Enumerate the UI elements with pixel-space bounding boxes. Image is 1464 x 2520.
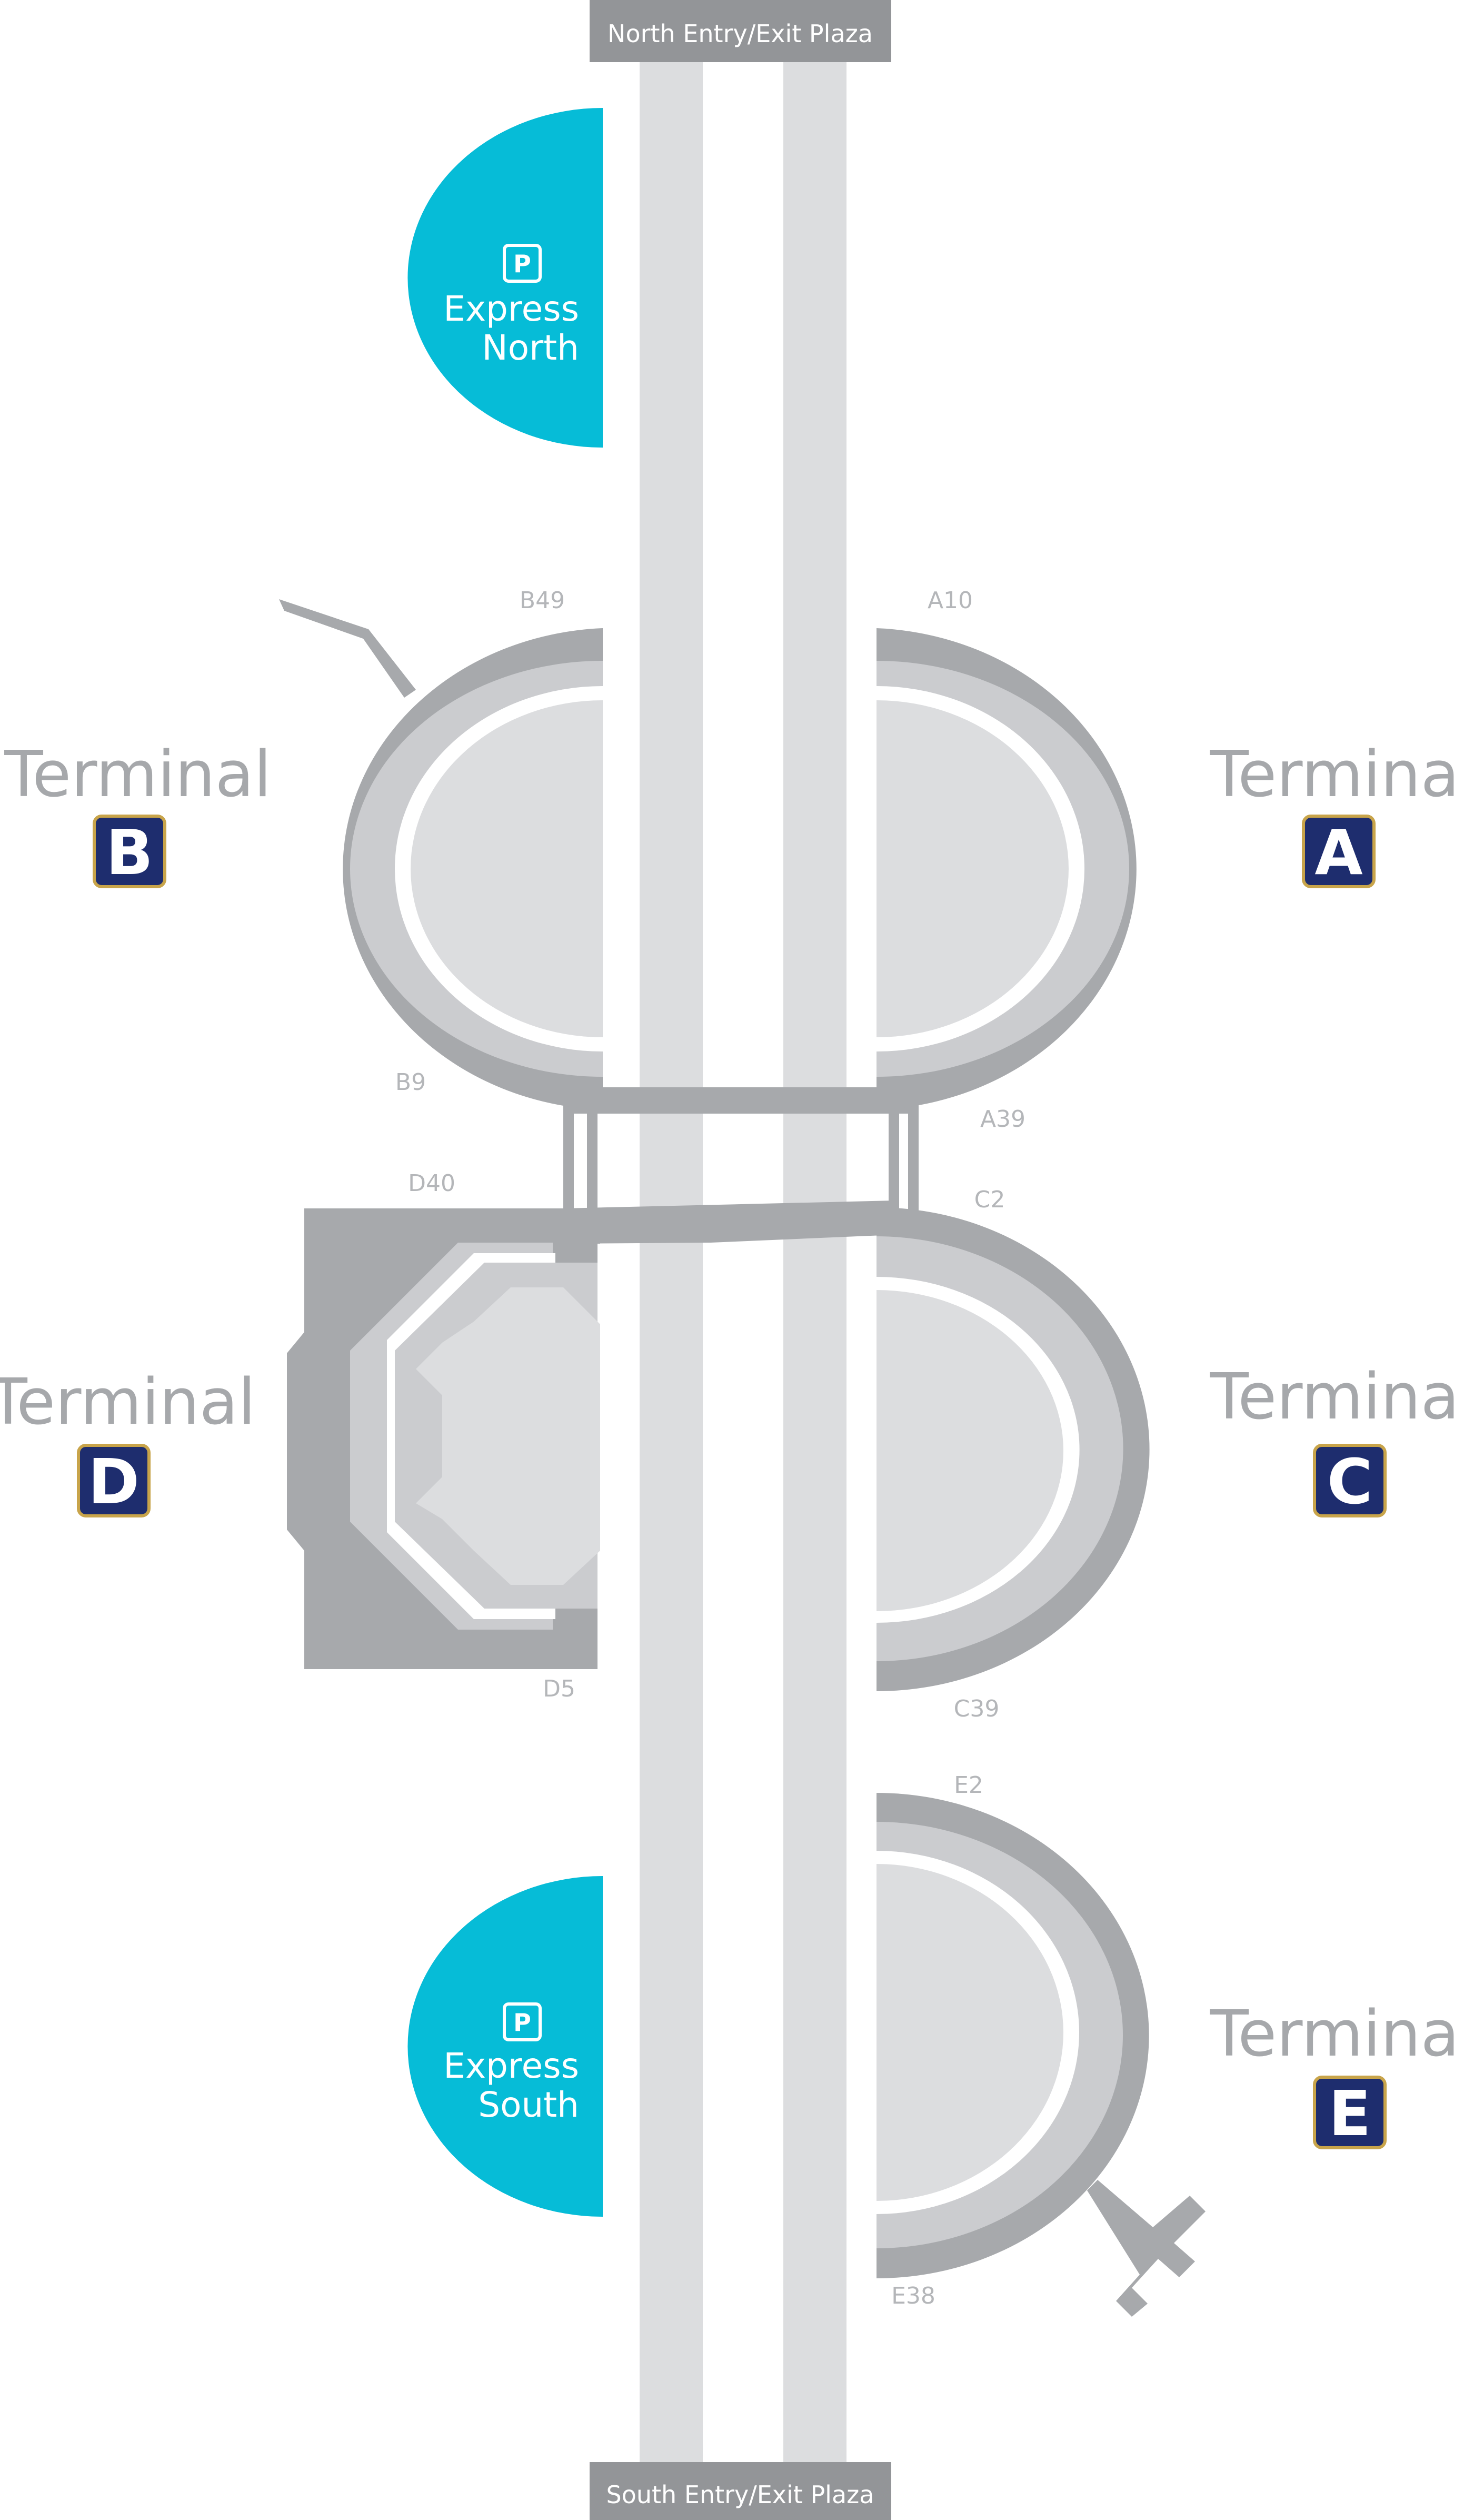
- connector-post-left-outer: [563, 1090, 574, 1222]
- parking-icon-glyph: P: [513, 2008, 531, 2037]
- terminal-connectors: [563, 1087, 919, 1244]
- road-lane-east: [783, 58, 846, 2480]
- terminal-d-building[interactable]: D40 D5: [287, 1170, 600, 1702]
- terminal-e-label[interactable]: Terminal E: [1209, 1998, 1464, 2150]
- parking-icon: [503, 244, 542, 283]
- parking-icon-glyph: P: [513, 250, 531, 278]
- terminal-b-building[interactable]: B49 B9: [279, 587, 603, 1110]
- south-plaza[interactable]: South Entry/Exit Plaza: [590, 2462, 891, 2520]
- terminal-b-letter: B: [106, 816, 153, 889]
- terminal-a-label[interactable]: Terminal A: [1209, 738, 1464, 889]
- road-lane-west: [640, 58, 703, 2480]
- gate-label-b9: B9: [395, 1069, 426, 1096]
- gate-label-b49: B49: [520, 587, 565, 614]
- terminal-e-word: Terminal: [1209, 1998, 1464, 2071]
- terminal-c-label[interactable]: Terminal C: [1209, 1361, 1464, 1518]
- terminal-e-letter: E: [1329, 2077, 1371, 2150]
- gate-label-e38: E38: [891, 2283, 935, 2309]
- gate-label-c39: C39: [954, 1695, 1000, 1722]
- parking-lot-shape: [407, 1876, 603, 2217]
- gate-label-c2: C2: [974, 1186, 1005, 1213]
- gate-label-d40: D40: [408, 1170, 455, 1197]
- parking-express-north[interactable]: P Express North: [407, 108, 603, 448]
- roadways: [640, 58, 846, 2480]
- north-plaza-box: [590, 0, 891, 62]
- terminal-a-letter: A: [1314, 816, 1362, 889]
- north-plaza[interactable]: North Entry/Exit Plaza: [590, 0, 891, 62]
- terminal-a-building[interactable]: A10 A39: [877, 587, 1137, 1133]
- gate-label-e2: E2: [954, 1772, 983, 1799]
- parking-label-line1: Express: [443, 2046, 579, 2086]
- south-plaza-label: South Entry/Exit Plaza: [606, 2481, 874, 2509]
- terminal-d-label[interactable]: Terminal D: [0, 1366, 256, 1518]
- terminal-b-label[interactable]: Terminal B: [4, 738, 271, 889]
- terminal-e-building[interactable]: E2 E38: [877, 1772, 1206, 2317]
- connector-post-left-inner: [587, 1090, 597, 1222]
- terminal-c-building[interactable]: C2 C39: [877, 1186, 1150, 1722]
- terminal-a-word: Terminal: [1209, 738, 1464, 811]
- terminal-a-badge: [1302, 815, 1376, 888]
- parking-label-line2: South: [478, 2085, 579, 2125]
- parking-label-line1: Express: [443, 289, 579, 329]
- terminal-d-inner-hall: [416, 1287, 600, 1585]
- terminal-e-core: [877, 1864, 1063, 2201]
- connector-upper: [563, 1087, 919, 1114]
- parking-icon: [503, 2002, 542, 2041]
- connector-lower: [563, 1201, 895, 1244]
- terminal-d-badge: [77, 1444, 151, 1517]
- terminal-e-badge: [1313, 2076, 1387, 2149]
- gate-label-a39: A39: [980, 1106, 1025, 1133]
- terminal-b-badge: [93, 815, 166, 888]
- gate-label-a10: A10: [928, 587, 973, 614]
- terminal-b-pier: [279, 599, 416, 698]
- terminal-c-word: Terminal: [1209, 1361, 1464, 1434]
- terminal-b-word: Terminal: [4, 738, 271, 811]
- terminal-c-core: [877, 1290, 1063, 1611]
- parking-label-line2: North: [482, 328, 579, 368]
- terminal-b-core: [411, 700, 603, 1037]
- terminal-e-pier: [1087, 2180, 1206, 2317]
- terminal-c-badge: [1313, 1444, 1387, 1517]
- terminal-c-letter: C: [1327, 1445, 1373, 1518]
- connector-post-right-outer: [908, 1090, 919, 1222]
- north-plaza-label: North Entry/Exit Plaza: [607, 19, 873, 48]
- parking-express-south[interactable]: P Express South: [407, 1876, 603, 2217]
- terminal-d-letter: D: [88, 1445, 140, 1518]
- terminal-a-core: [877, 700, 1069, 1037]
- south-plaza-box: [590, 2462, 891, 2520]
- connector-post-right-inner: [889, 1090, 899, 1222]
- terminal-d-word: Terminal: [0, 1366, 256, 1439]
- gate-label-d5: D5: [543, 1675, 575, 1702]
